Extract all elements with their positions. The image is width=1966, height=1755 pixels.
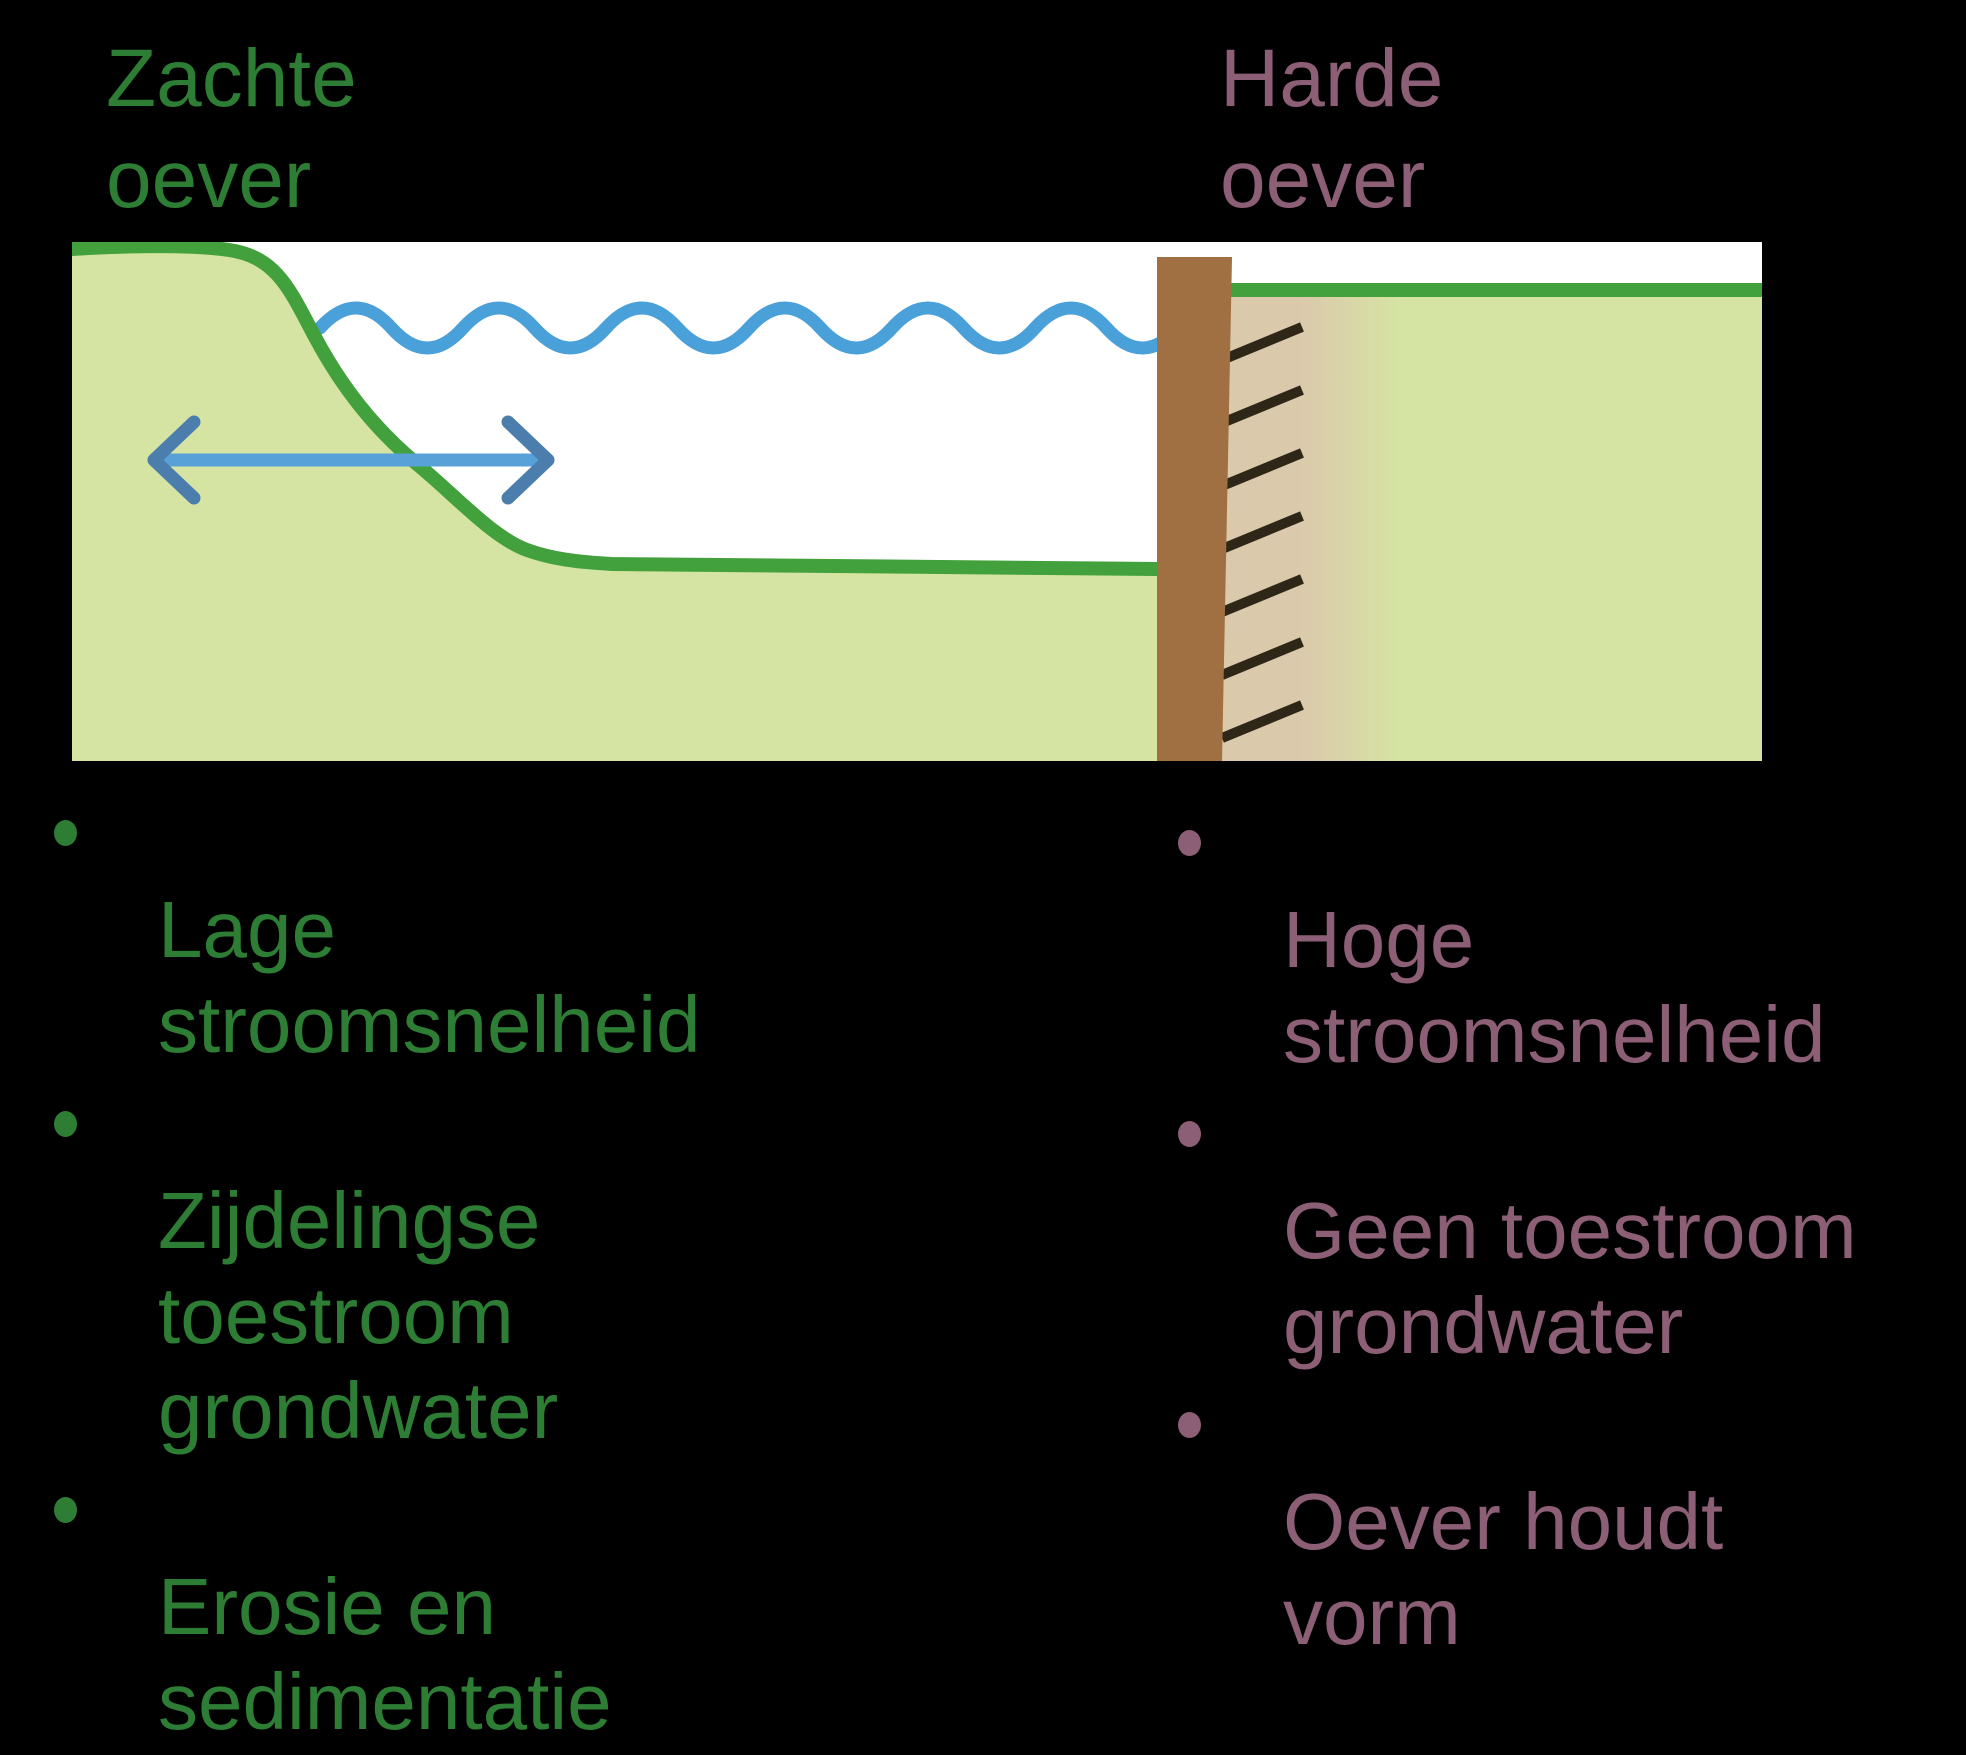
list-item-label: Erosie en sedimentatie: [158, 1562, 612, 1746]
list-item: Geen toestroom grondwater: [1166, 1088, 1903, 1373]
bullet-icon: [1178, 830, 1201, 856]
wall-anchor-hatching: [1220, 322, 1304, 743]
slide: { "headers": { "soft": "Zachte\noever", …: [54, 33, 1857, 1746]
bullet-icon: [1178, 1412, 1201, 1438]
bank-erosion-arrow: [147, 415, 555, 505]
list-item: Hoge stroomsnelheid: [1166, 797, 1903, 1082]
list-item: Zijdelingse toestroom grondwater: [40, 1078, 758, 1458]
hard-bank-title: Harde oever: [1220, 33, 1444, 225]
soft-bank-outline: [72, 242, 1164, 576]
list-item-label: Hoge stroomsnelheid: [1283, 895, 1826, 1079]
soft-bank-title: Zachte oever: [106, 33, 357, 225]
sheet-pile-wall: [1157, 257, 1232, 761]
water-surface-wave: [313, 301, 1185, 355]
bullet-icon: [54, 1111, 77, 1137]
soft-bank-list: Lage stroomsnelheid Zijdelingse toestroo…: [40, 787, 758, 1755]
hard-bank-list: Hoge stroomsnelheid Geen toestroom grond…: [1166, 797, 1903, 1670]
list-item-label: Oever houdt vorm: [1283, 1477, 1724, 1661]
soft-bank-land: [72, 246, 1157, 761]
list-item-label: Lage stroomsnelheid: [158, 885, 701, 1069]
list-item-label: Geen toestroom grondwater: [1283, 1186, 1857, 1370]
list-item-label: Zijdelingse toestroom grondwater: [158, 1176, 559, 1455]
list-item: Erosie en sedimentatie: [40, 1464, 758, 1749]
list-item: Oever houdt vorm: [1166, 1379, 1903, 1664]
list-item: Lage stroomsnelheid: [40, 787, 758, 1072]
bullet-icon: [54, 820, 77, 846]
bullet-icon: [54, 1497, 77, 1523]
arrow-right-chevron-icon: [501, 415, 555, 505]
arrow-left-chevron-icon: [147, 415, 201, 505]
hard-bank-land: [1162, 283, 1762, 761]
bullet-icon: [1178, 1121, 1201, 1147]
cross-section-diagram: [72, 242, 1762, 761]
